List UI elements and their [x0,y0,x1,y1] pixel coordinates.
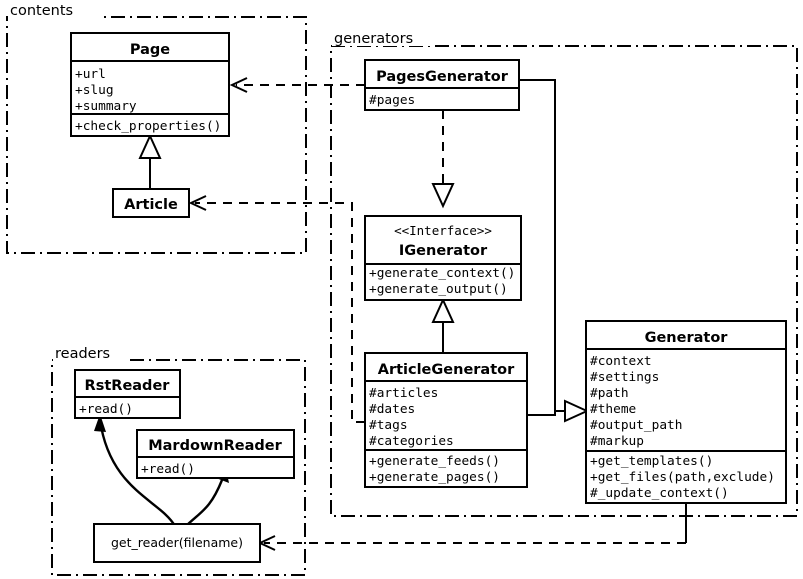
class-generator-method: +get_templates() [590,454,713,469]
package-generators-label: generators [334,31,413,47]
class-mardown-reader-method: +read() [141,462,195,477]
class-article-generator-frame [364,352,528,488]
relation-article-to-page-arrowhead [138,133,162,159]
class-igenerator-frame [364,215,522,301]
function-get-reader-label: get_reader(filename) [111,535,243,550]
relation-pagesgenerator-to-page-arrowhead [229,77,248,93]
class-generator-attribute: #path [590,386,629,401]
relation-getreader-to-rstreader-arrowhead [94,414,106,432]
class-article-generator-attribute: #categories [369,434,454,449]
class-rst-reader-title: RstReader [85,378,171,394]
class-article-generator-method: +generate_feeds() [369,454,500,469]
class-generator-title: Generator [645,330,729,346]
relation-articlegenerator-to-generator-line [527,410,565,416]
class-mardown-reader-frame [136,429,295,479]
class-page-method: +check_properties() [75,119,221,134]
class-rst-reader-method: +read() [79,402,133,417]
class-rst-reader-frame [74,369,181,419]
class-generator-attribute: #theme [590,402,636,417]
class-page-attribute: +slug [75,83,114,98]
relation-generator-inheritance-arrowhead [564,399,590,423]
relation-articlegenerator-to-article-line [195,202,365,423]
relation-articlegenerator-to-igenerator-arrowhead [431,297,455,323]
relation-generator-to-getreader [257,503,687,551]
class-igenerator-stereotype: <<Interface>> [394,223,492,238]
class-article-title: Article [124,197,178,213]
package-generators: generators [330,30,798,517]
relation-articlegenerator-to-igenerator [431,297,455,353]
function-get-reader-frame [93,523,261,563]
relation-getreader-to-mardownreader-line [184,479,224,528]
relation-articlegenerator-to-article-arrowhead [188,195,207,211]
class-article-generator-attribute: #dates [369,402,415,417]
class-page[interactable]: Page +url +slug +summary +check_properti… [70,32,230,137]
class-pages-generator[interactable]: PagesGenerator #pages [364,59,520,111]
package-contents-label: contents [10,3,73,19]
class-generator-method: #_update_context() [590,486,729,501]
class-igenerator-method: +generate_output() [369,282,508,297]
class-pages-generator-title: PagesGenerator [376,69,509,85]
class-article-generator-attribute: #tags [369,418,408,433]
package-generators-label-bg [332,30,432,46]
class-generator-method: +get_files(path,exclude) [590,470,775,485]
class-article[interactable]: Article [112,188,190,218]
class-mardown-reader[interactable]: MardownReader +read() [136,429,295,479]
package-readers-label-bg [53,345,129,361]
class-pages-generator-attribute: #pages [369,93,415,108]
class-igenerator-method: +generate_context() [369,266,515,281]
relation-pagesgenerator-to-igenerator-arrowhead [431,183,455,209]
class-igenerator[interactable]: <<Interface>> IGenerator +generate_conte… [364,215,522,301]
relation-getreader-to-rstreader-line [98,419,177,527]
class-article-generator[interactable]: ArticleGenerator #articles #dates #tags … [364,352,528,488]
relation-pagesgenerator-to-page [229,77,365,93]
class-article-generator-title: ArticleGenerator [378,362,515,378]
relation-articlegenerator-to-generator [527,399,590,423]
function-get-reader[interactable]: get_reader(filename) [93,523,261,563]
package-contents-border [6,16,307,254]
class-page-attribute: +url [75,67,106,82]
class-generator[interactable]: Generator #context #settings #path #them… [585,320,787,504]
relation-pagesgenerator-to-igenerator [431,110,455,209]
class-article-frame [112,188,190,218]
class-generator-frame [585,320,787,504]
class-rst-reader[interactable]: RstReader +read() [74,369,181,419]
class-generator-attribute: #output_path [590,418,682,433]
class-mardown-reader-title: MardownReader [148,438,282,454]
relation-articlegenerator-to-article [188,195,365,423]
class-generator-attribute: #settings [590,370,659,385]
class-article-generator-method: +generate_pages() [369,470,500,485]
package-contents: contents [6,3,307,254]
class-page-title: Page [130,42,170,58]
package-readers: readers [51,345,306,576]
package-contents-label-bg [8,10,100,26]
class-page-attribute: +summary [75,99,137,114]
relation-article-to-page [138,133,162,189]
class-page-frame [70,32,230,137]
relation-getreader-to-rstreader [94,414,177,527]
class-pages-generator-frame [364,59,520,111]
class-article-generator-attribute: #articles [369,386,438,401]
class-generator-attribute: #markup [590,434,644,449]
class-generator-attribute: #context [590,354,652,369]
package-readers-label: readers [55,346,110,362]
class-igenerator-title: IGenerator [399,243,488,259]
